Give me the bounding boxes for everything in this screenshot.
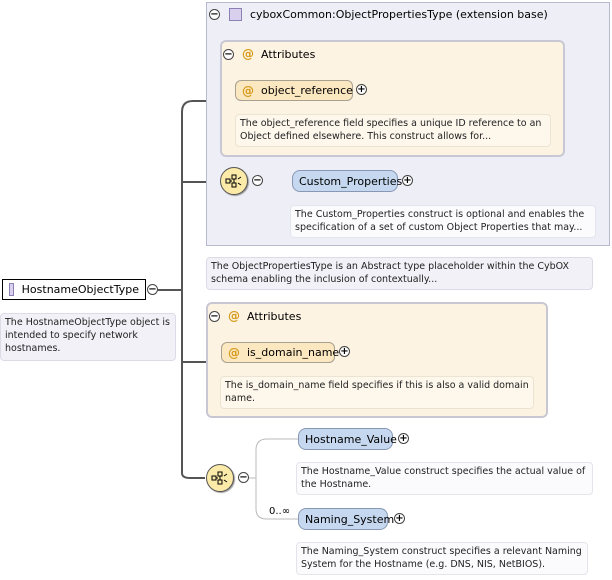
root-type-hostname-object-type[interactable]: HostnameObjectType [2, 279, 146, 300]
attributes-label: Attributes [247, 309, 302, 323]
expand-icon[interactable]: + [394, 513, 405, 524]
root-doc: The HostnameObjectType object is intende… [0, 313, 176, 361]
element-name: Hostname_Value [305, 432, 397, 446]
at-sign-icon: @ [228, 309, 240, 323]
hostname-value-doc: The Hostname_Value construct specifies t… [296, 462, 593, 495]
own-attributes-header: − @ Attributes [209, 309, 301, 323]
expand-icon[interactable]: + [398, 433, 409, 444]
extension-attributes-header: − @ Attributes [223, 47, 315, 61]
attribute-name: object_reference [261, 84, 353, 97]
at-sign-icon: @ [242, 83, 254, 98]
collapse-icon[interactable]: − [209, 9, 220, 20]
multiplicity-label: 0..∞ [269, 506, 291, 517]
element-hostname-value[interactable]: Hostname_Value [298, 428, 397, 450]
attribute-is-domain-name[interactable]: @ is_domain_name [221, 342, 339, 363]
is-domain-name-doc: The is_domain_name field specifies if th… [220, 376, 534, 409]
extension-header-label: cyboxCommon:ObjectPropertiesType (extens… [250, 8, 548, 21]
object-reference-doc: The object_reference field specifies a u… [235, 114, 551, 147]
expand-icon[interactable]: + [356, 84, 367, 95]
element-name: Custom_Properties [299, 174, 403, 188]
naming-system-doc: The Naming_System construct specifies a … [296, 542, 588, 575]
expand-icon[interactable]: + [402, 175, 413, 186]
attributes-label: Attributes [261, 47, 316, 61]
extension-header: − cyboxCommon:ObjectPropertiesType (exte… [209, 8, 548, 21]
attribute-object-reference[interactable]: @ object_reference [235, 80, 353, 101]
root-type-name: HostnameObjectType [21, 283, 139, 296]
sequence-compositor-icon[interactable] [206, 464, 234, 492]
collapse-icon[interactable]: − [223, 48, 234, 60]
element-naming-system[interactable]: Naming_System [298, 508, 394, 530]
purple-square-icon [9, 283, 14, 296]
custom-properties-doc: The Custom_Properties construct is optio… [290, 205, 596, 238]
expand-icon[interactable]: + [339, 346, 350, 357]
collapse-icon[interactable]: − [252, 175, 263, 186]
extension-doc: The ObjectPropertiesType is an Abstract … [206, 257, 593, 290]
element-custom-properties[interactable]: Custom_Properties [292, 170, 402, 192]
element-name: Naming_System [305, 512, 395, 526]
purple-square-icon [229, 8, 242, 21]
sequence-compositor-icon[interactable] [220, 167, 248, 195]
at-sign-icon: @ [242, 47, 254, 61]
collapse-icon[interactable]: − [238, 472, 249, 483]
at-sign-icon: @ [228, 345, 240, 360]
collapse-icon[interactable]: − [209, 310, 220, 322]
collapse-icon[interactable]: − [147, 284, 158, 295]
attribute-name: is_domain_name [247, 346, 340, 359]
